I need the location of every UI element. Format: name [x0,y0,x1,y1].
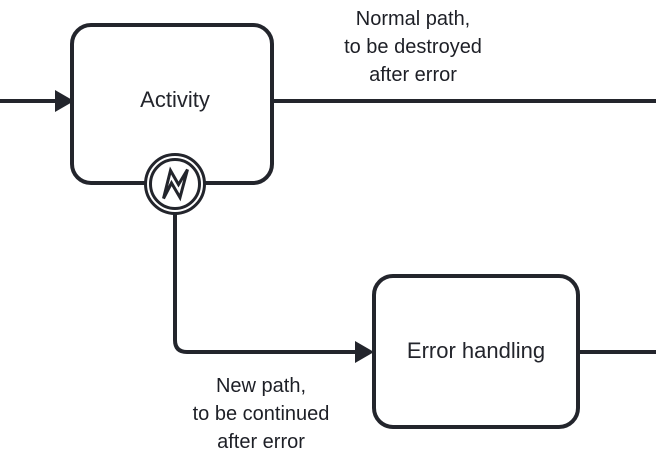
error-path-label-line1: New path, [216,375,306,397]
normal-path-label-line3: after error [369,64,457,86]
node-error-handling[interactable]: Error handling [372,274,580,429]
error-handling-label: Error handling [407,338,545,363]
node-boundary-error-event[interactable] [144,153,206,215]
normal-path-label-line1: Normal path, [356,8,471,30]
error-event-icon [162,166,189,202]
error-path-line [173,214,362,354]
incoming-flow-arrowhead [55,90,74,112]
error-path-arrowhead [355,341,374,363]
edge-error-path[interactable] [173,214,374,363]
label-error-path: New path, to be continued after error [193,375,330,453]
normal-path-label-line2: to be destroyed [344,36,482,58]
label-normal-path: Normal path, to be destroyed after error [344,8,482,86]
error-event-inner-circle [149,158,201,210]
activity-label: Activity [140,87,210,112]
error-path-label-line2: to be continued [193,403,330,425]
error-path-label-line3: after error [217,431,305,453]
error-event-outer-circle [144,153,206,215]
edge-incoming-flow[interactable] [0,90,74,112]
